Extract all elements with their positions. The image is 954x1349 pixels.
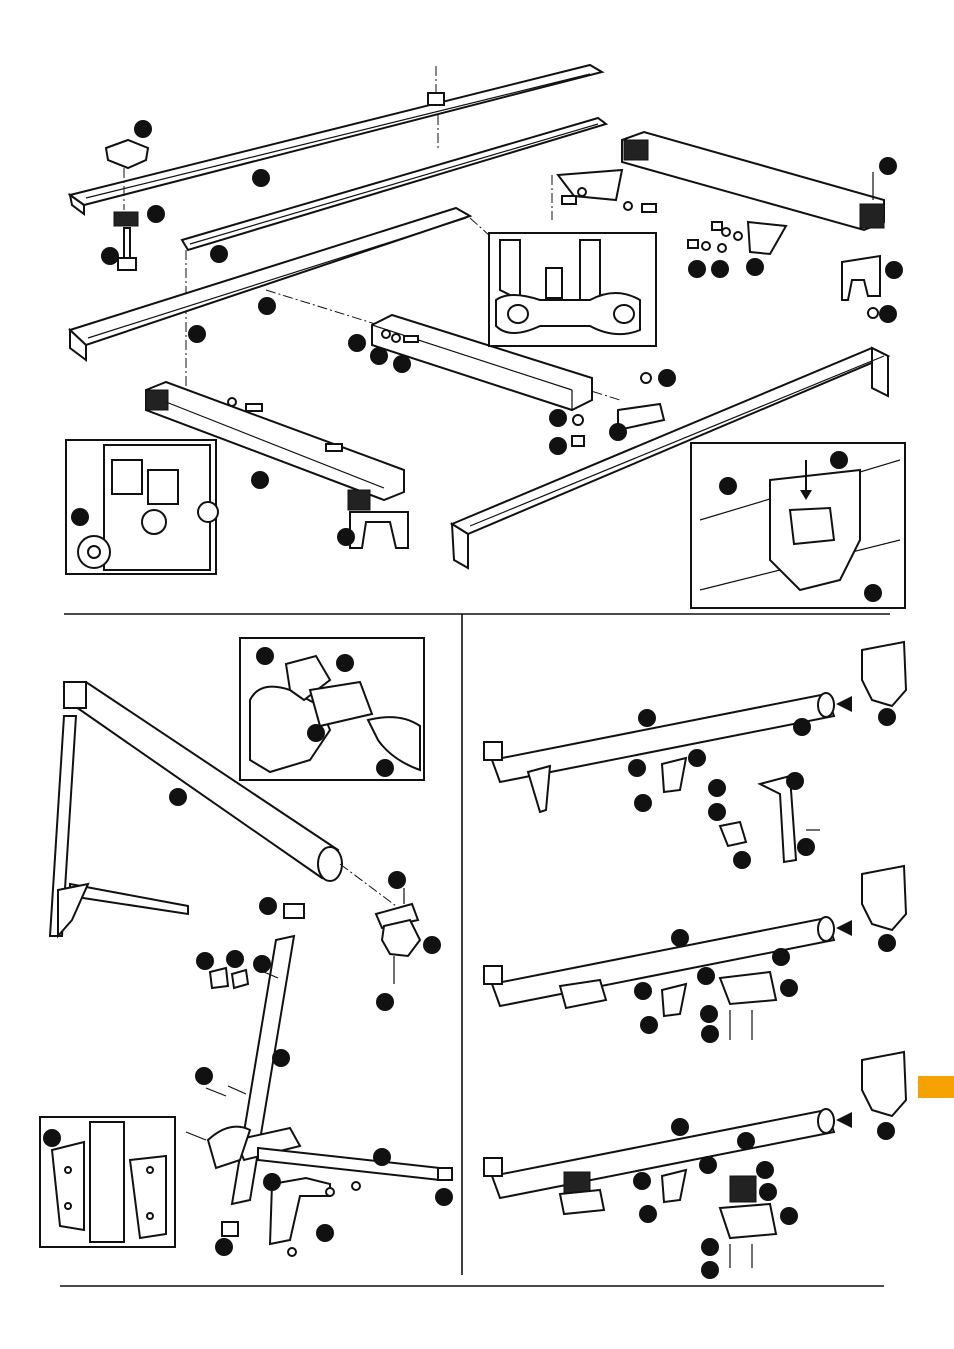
rail-variant-3 <box>484 1052 906 1268</box>
callout-marker <box>628 759 646 777</box>
callout-marker <box>737 1132 755 1150</box>
rail-variant-2 <box>484 866 906 1040</box>
callout-marker <box>733 851 751 869</box>
callout-marker <box>263 1173 281 1191</box>
callout-markers <box>43 120 903 1279</box>
callout-marker <box>640 1016 658 1034</box>
callout-marker <box>879 157 897 175</box>
callout-marker <box>348 334 366 352</box>
callout-marker <box>134 120 152 138</box>
callout-marker <box>864 584 882 602</box>
callout-marker <box>43 1129 61 1147</box>
callout-marker <box>256 647 274 665</box>
callout-marker <box>226 950 244 968</box>
callout-marker <box>376 759 394 777</box>
callout-marker <box>196 952 214 970</box>
callout-marker <box>251 471 269 489</box>
callout-marker <box>258 297 276 315</box>
callout-marker <box>336 654 354 672</box>
callout-marker <box>634 794 652 812</box>
callout-marker <box>210 245 228 263</box>
callout-marker <box>797 838 815 856</box>
callout-marker <box>388 871 406 889</box>
tube-end-fitting <box>376 888 420 984</box>
bolt-hardware <box>228 188 742 451</box>
callout-marker <box>879 305 897 323</box>
callout-marker <box>699 1156 717 1174</box>
callout-marker <box>188 325 206 343</box>
callout-marker <box>877 1122 895 1140</box>
callout-marker <box>393 355 411 373</box>
callout-marker <box>549 409 567 427</box>
callout-marker <box>633 1172 651 1190</box>
callout-marker <box>376 993 394 1011</box>
callout-marker <box>307 724 325 742</box>
callout-marker <box>786 772 804 790</box>
inset-bracket-detail <box>489 233 656 346</box>
callout-marker <box>688 260 706 278</box>
callout-marker <box>337 528 355 546</box>
callout-marker <box>830 451 848 469</box>
callout-marker <box>253 955 271 973</box>
callout-marker <box>708 779 726 797</box>
callout-marker <box>435 1188 453 1206</box>
callout-marker <box>609 423 627 441</box>
callout-marker <box>711 260 729 278</box>
callout-marker <box>719 477 737 495</box>
callout-marker <box>147 205 165 223</box>
callout-marker <box>700 1005 718 1023</box>
callout-marker <box>697 967 715 985</box>
callout-marker <box>215 1238 233 1256</box>
callout-marker <box>658 369 676 387</box>
callout-marker <box>701 1025 719 1043</box>
callout-marker <box>101 247 119 265</box>
back-right-rail <box>622 132 884 230</box>
callout-marker <box>169 788 187 806</box>
inset-clamp-detail <box>691 443 905 608</box>
callout-marker <box>195 1067 213 1085</box>
callout-marker <box>549 437 567 455</box>
callout-marker <box>780 979 798 997</box>
callout-marker <box>793 718 811 736</box>
callout-marker <box>878 934 896 952</box>
bottom-right-rail-variants <box>484 642 906 1268</box>
callout-marker <box>701 1261 719 1279</box>
callout-marker <box>780 1207 798 1225</box>
callout-marker <box>638 709 656 727</box>
callout-marker <box>259 897 277 915</box>
callout-marker <box>772 948 790 966</box>
callout-marker <box>71 508 89 526</box>
callout-marker <box>634 982 652 1000</box>
callout-marker <box>701 1238 719 1256</box>
bottom-left-stand-assembly <box>40 638 452 1256</box>
callout-marker <box>671 929 689 947</box>
callout-marker <box>639 1205 657 1223</box>
callout-marker <box>756 1161 774 1179</box>
callout-marker <box>373 1148 391 1166</box>
inset-profile-endcap <box>66 440 218 574</box>
callout-marker <box>708 803 726 821</box>
callout-marker <box>878 708 896 726</box>
callout-marker <box>272 1049 290 1067</box>
callout-marker <box>885 261 903 279</box>
callout-marker <box>423 936 441 954</box>
callout-marker <box>252 169 270 187</box>
callout-marker <box>671 1118 689 1136</box>
callout-marker <box>316 1224 334 1242</box>
callout-marker <box>370 347 388 365</box>
callout-marker <box>746 258 764 276</box>
chapter-tab <box>918 1076 954 1098</box>
callout-marker <box>688 749 706 767</box>
callout-marker <box>759 1183 777 1201</box>
